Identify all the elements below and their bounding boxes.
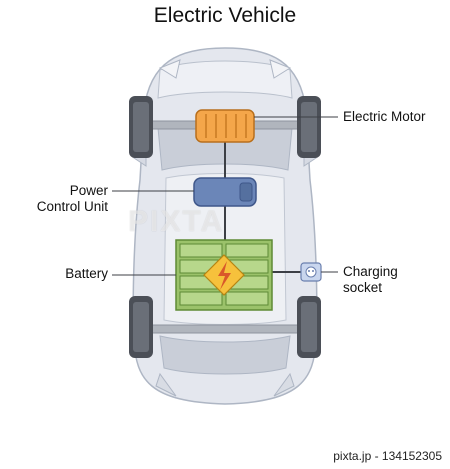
- lightning-bolt-icon: [203, 254, 245, 296]
- label-power-control-unit: Power Control Unit: [20, 183, 108, 215]
- label-charging-socket-line2: socket: [343, 280, 383, 295]
- rear-left-tire: [129, 296, 153, 358]
- electric-motor: [195, 109, 255, 143]
- front-right-tire: [297, 96, 321, 158]
- label-charging-socket-line1: Charging: [343, 264, 398, 279]
- wiring: [224, 140, 302, 273]
- leader-lines: [112, 116, 338, 276]
- watermark-text: PIXTA: [128, 205, 225, 238]
- label-power-control-unit-line2: Control Unit: [36, 199, 108, 214]
- charging-socket: [300, 262, 322, 282]
- label-battery: Battery: [65, 266, 108, 281]
- power-control-unit: [193, 177, 257, 207]
- label-charging-socket: Charging socket: [343, 264, 398, 296]
- footer-credit: pixta.jp - 134152305: [333, 449, 442, 463]
- battery-pack: [175, 239, 273, 311]
- label-power-control-unit-line1: Power: [69, 183, 108, 198]
- rear-right-tire: [297, 296, 321, 358]
- diagram-title: Electric Vehicle: [153, 4, 297, 27]
- front-left-tire: [129, 96, 153, 158]
- rear-axle: [141, 324, 309, 334]
- label-electric-motor: Electric Motor: [343, 109, 426, 124]
